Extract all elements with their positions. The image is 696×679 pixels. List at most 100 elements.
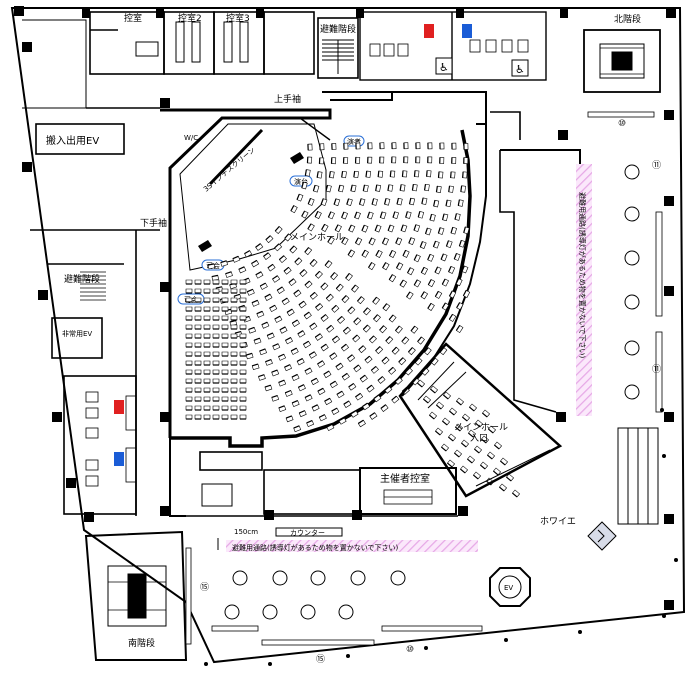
seat <box>336 390 345 399</box>
seat <box>347 306 356 315</box>
seat <box>221 288 229 294</box>
seat <box>448 185 455 194</box>
seat <box>253 337 262 345</box>
seat <box>290 204 298 214</box>
marker-10-top: ⑩ <box>618 119 626 129</box>
seat <box>413 224 421 233</box>
seat <box>310 377 319 386</box>
seat <box>385 335 394 345</box>
seat <box>371 197 379 206</box>
seat <box>203 396 211 402</box>
seat <box>367 142 373 150</box>
seat <box>264 293 273 302</box>
podium-icon <box>198 152 304 252</box>
seat <box>408 237 416 246</box>
seat <box>352 334 361 343</box>
seat <box>447 265 456 275</box>
seat <box>203 360 211 366</box>
svg-text:♿: ♿ <box>439 61 449 74</box>
seat <box>324 260 333 269</box>
seat <box>185 315 193 321</box>
seat <box>473 445 483 454</box>
seat <box>203 324 211 330</box>
seat <box>350 284 360 293</box>
seat <box>381 356 390 365</box>
seat <box>367 261 376 271</box>
seat <box>194 288 202 294</box>
seat <box>239 396 247 402</box>
seat <box>194 414 202 420</box>
seat <box>328 170 335 179</box>
seat <box>413 170 420 178</box>
seat <box>212 387 220 393</box>
seat <box>289 245 298 254</box>
north-stairs-label: 北階段 <box>614 13 641 25</box>
seat <box>212 360 220 366</box>
seat <box>212 297 220 303</box>
escalators <box>617 427 659 525</box>
round-table <box>624 384 640 400</box>
evac-route-horizontal <box>226 540 478 552</box>
seat <box>330 271 339 281</box>
seat <box>410 325 419 334</box>
seat <box>402 249 410 259</box>
seat <box>185 378 193 384</box>
seat <box>493 441 503 450</box>
marker-10-bottom: ⑩ <box>406 645 414 655</box>
seat <box>251 363 260 371</box>
seat <box>304 246 313 256</box>
seat <box>405 291 414 300</box>
north-stairs <box>583 29 661 93</box>
seat <box>457 199 464 207</box>
seat <box>417 210 425 219</box>
seat <box>314 333 324 342</box>
ev-label: EV <box>504 584 513 592</box>
seat <box>408 197 416 206</box>
seat <box>326 324 335 333</box>
seat <box>185 279 193 285</box>
seat <box>382 303 391 312</box>
seat <box>221 369 229 375</box>
seat <box>440 253 448 262</box>
seat <box>434 290 443 300</box>
seat <box>277 353 287 361</box>
seat <box>283 266 292 275</box>
round-table <box>338 604 354 620</box>
seat <box>421 197 428 206</box>
seat <box>368 335 378 344</box>
seat <box>239 360 247 366</box>
seat <box>375 184 382 193</box>
seat <box>230 342 238 348</box>
evac-stairs-top <box>317 17 359 79</box>
round-table <box>624 206 640 222</box>
seat <box>492 467 502 476</box>
seat <box>329 380 338 389</box>
seat <box>194 405 202 411</box>
seat <box>468 403 478 412</box>
seat <box>301 181 308 190</box>
seat <box>341 211 349 220</box>
seat <box>460 185 467 193</box>
seat <box>479 461 489 470</box>
seat <box>439 156 445 165</box>
seat <box>212 378 220 384</box>
seat <box>361 224 369 233</box>
marker-15-a: ⑮ <box>200 582 209 593</box>
seat <box>239 315 247 321</box>
seat <box>348 382 357 391</box>
marker-11-a: ⑪ <box>652 160 661 171</box>
seat <box>357 419 367 428</box>
seat <box>185 288 193 294</box>
seat <box>345 272 354 282</box>
seat <box>366 211 374 220</box>
round-table <box>272 570 288 586</box>
seat <box>306 156 313 164</box>
seat <box>466 455 476 464</box>
control-rooms <box>89 11 315 75</box>
seat <box>427 278 436 288</box>
seat <box>379 142 385 150</box>
bottom-benches <box>185 547 483 646</box>
seat <box>429 213 436 222</box>
seat <box>220 260 229 267</box>
svg-text:演者: 演者 <box>347 137 361 146</box>
